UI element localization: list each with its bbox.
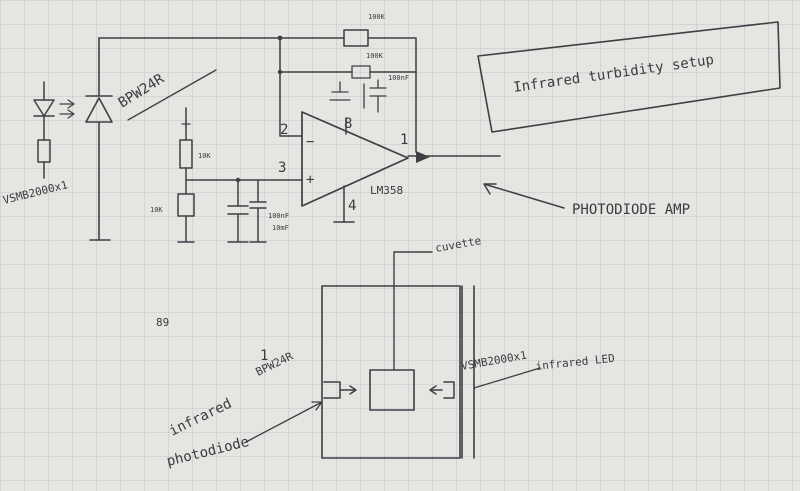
title-box: [477, 21, 781, 133]
reference-divider: [177, 107, 303, 243]
led-pointer: [473, 367, 541, 389]
amp-arrow: [483, 183, 565, 209]
photodiode-symbol: [85, 37, 113, 241]
feedback-resistor-label: 100K: [368, 13, 386, 21]
label-underline: [127, 69, 217, 121]
output-arrow: [416, 151, 430, 163]
feedback-capacitor-label: 100nF: [388, 74, 409, 82]
junction-dot: [235, 177, 241, 183]
pin-vcc: 8: [344, 116, 352, 132]
cuvette-holder: [321, 251, 475, 459]
pin-gnd: 4: [348, 198, 356, 214]
pin-inverting: 2: [280, 122, 288, 138]
misc-mark: 89: [156, 316, 169, 329]
divider-top-label: 10K: [198, 152, 211, 160]
cuvette-photodiode: [323, 381, 357, 399]
cuvette-led: [429, 381, 455, 399]
junction-dot: [277, 35, 283, 41]
divider-cap-label: 100nF: [268, 212, 289, 220]
pin-noninverting: 3: [278, 160, 286, 176]
ir-led-symbol: [33, 81, 75, 179]
pin-inverting-sign: −: [306, 134, 314, 150]
pin-output: 1: [400, 132, 408, 148]
divider-cap-note: 10mF: [272, 224, 289, 232]
photodiode-pointer: [245, 401, 323, 443]
junction-dot: [277, 69, 283, 75]
pin-noninverting-sign: +: [306, 172, 314, 188]
divider-bottom-label: 10K: [150, 206, 163, 214]
cuvette-pd-mark: 1: [260, 348, 268, 364]
feedback-resistor2-label: 100K: [366, 52, 384, 60]
amp-label: PHOTODIODE AMP: [572, 202, 690, 218]
opamp-part-label: LM358: [370, 184, 403, 197]
